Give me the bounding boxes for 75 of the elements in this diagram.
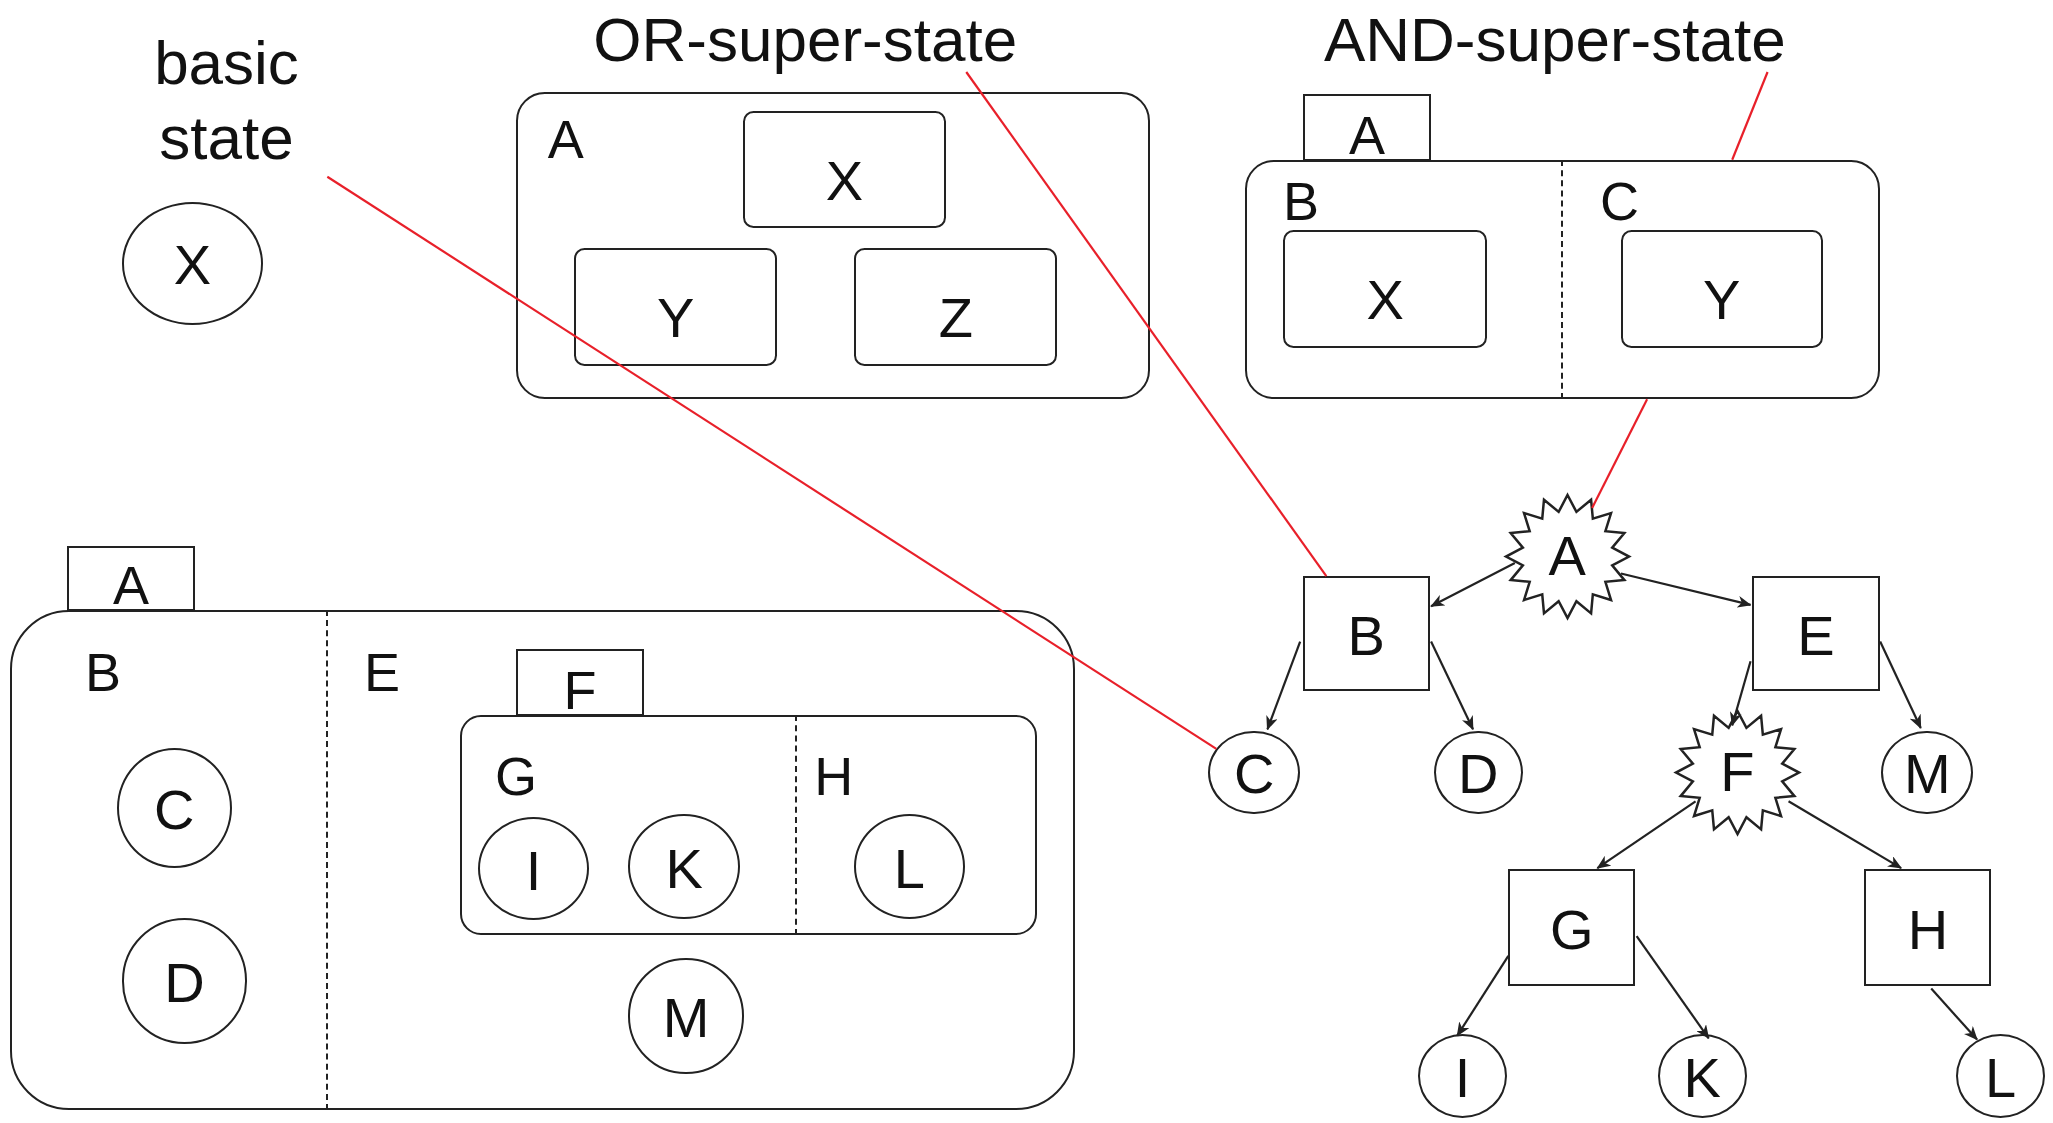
arrow — [1430, 562, 1516, 608]
state-label: E — [1797, 607, 1835, 664]
tree-node-box — [1751, 576, 1881, 692]
state-box — [854, 248, 1058, 366]
state-box — [1620, 230, 1823, 349]
state-circle — [1956, 1034, 2046, 1119]
state-label: G — [1550, 901, 1594, 958]
state-label: C — [153, 781, 195, 838]
state-circle — [116, 747, 232, 869]
region-label: H — [814, 748, 854, 803]
arrow — [1730, 660, 1752, 727]
tree-node-box — [1864, 869, 1992, 986]
arrow — [1879, 641, 1922, 729]
arrow — [1596, 800, 1697, 869]
arrow — [1456, 955, 1510, 1037]
state-label: M — [1903, 746, 1951, 803]
annotation-label: OR-super-state — [556, 2, 1054, 72]
tree-node-box — [1508, 869, 1636, 986]
state-label: F — [1720, 744, 1755, 801]
state-label: A — [547, 111, 584, 166]
arrow — [1635, 935, 1710, 1040]
state-label: K — [1683, 1050, 1721, 1107]
leader-line — [1731, 71, 1769, 161]
state-box — [743, 110, 946, 229]
state-label: Y — [1703, 272, 1741, 329]
state-circle — [1433, 730, 1523, 815]
state-box — [1283, 230, 1488, 349]
state-circle — [1657, 1034, 1747, 1119]
tree-node-box — [1302, 576, 1430, 692]
state-label: X — [825, 152, 864, 209]
state-label: D — [1457, 746, 1499, 803]
state-circle — [628, 958, 744, 1074]
state-label: M — [662, 990, 710, 1046]
state-label: F — [563, 663, 597, 715]
leader-line — [1591, 398, 1649, 509]
state-circle — [1208, 730, 1301, 815]
state-label: I — [525, 842, 542, 899]
region-label: B — [1283, 174, 1320, 229]
state-label: D — [164, 954, 205, 1011]
state-label: A — [1348, 108, 1385, 160]
state-label: I — [1454, 1050, 1471, 1107]
state-label: X — [173, 237, 212, 294]
state-label: A — [1548, 528, 1586, 585]
state-circle — [477, 816, 590, 921]
state-circle — [121, 201, 264, 325]
leader-line — [326, 175, 1217, 750]
state-circle — [121, 917, 248, 1044]
arrow — [1930, 987, 1978, 1041]
state-label: Y — [656, 290, 695, 347]
region-label: C — [1599, 174, 1639, 229]
state-label: X — [1366, 272, 1404, 329]
arrow — [1620, 572, 1752, 608]
annotation-label: AND-super-state — [1289, 2, 1820, 72]
state-label: B — [1347, 607, 1385, 664]
state-label: H — [1907, 901, 1949, 958]
state-label: Z — [938, 290, 973, 347]
arrow — [1430, 641, 1474, 731]
state-box — [574, 248, 778, 366]
state-label: L — [893, 840, 925, 897]
state-circle — [1417, 1034, 1507, 1119]
state-label: L — [1985, 1050, 2017, 1107]
state-label: A — [112, 558, 149, 610]
state-label: K — [665, 840, 703, 897]
state-circle — [1881, 730, 1974, 815]
region-label: E — [363, 645, 400, 700]
state-label: C — [1234, 746, 1275, 803]
region-label: G — [494, 748, 537, 803]
state-circle — [853, 814, 965, 920]
annotation-label: basic state — [125, 26, 328, 177]
state-circle — [628, 814, 740, 920]
leader-line — [965, 71, 1328, 577]
region-label: B — [85, 645, 122, 700]
arrow — [1787, 800, 1902, 869]
arrow — [1266, 641, 1302, 731]
state-box — [515, 91, 1150, 400]
